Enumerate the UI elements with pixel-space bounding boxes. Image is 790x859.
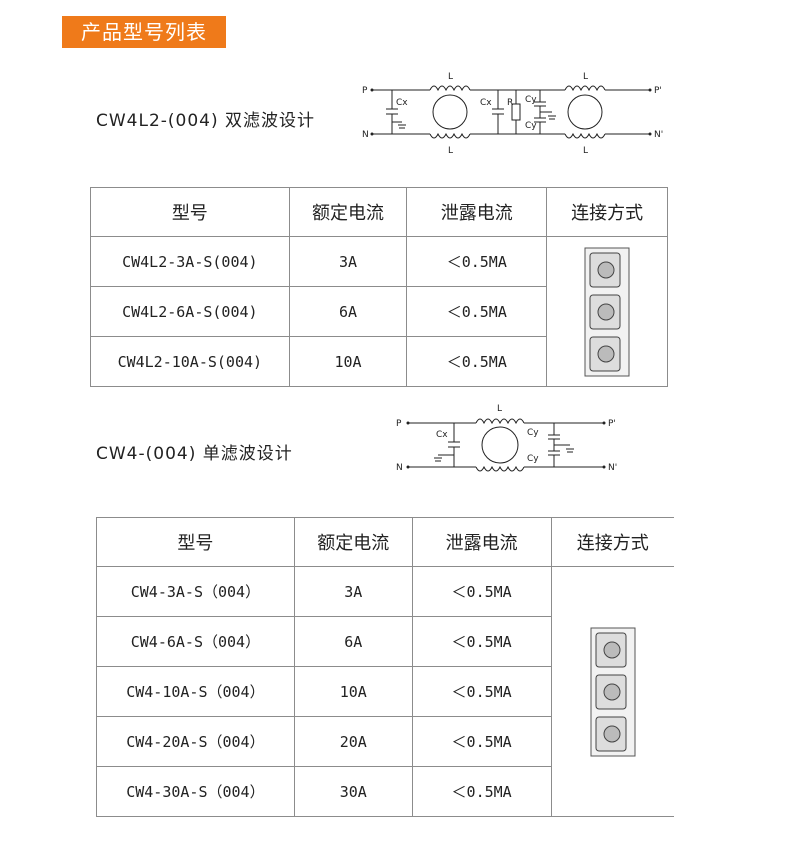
column-header-rated-current: 额定电流	[293, 517, 413, 567]
table-row: CW4-20A-S（004） 20A ＜0.5MA	[96, 716, 675, 767]
circuit-label-p-out: P'	[654, 86, 662, 96]
single-filter-circuit-diagram: P N P' N' L Cx Cy Cy	[396, 404, 617, 473]
cell-leakage: ＜0.5MA	[411, 566, 552, 617]
circuit-label-n: N	[362, 130, 369, 140]
cell-leakage: ＜0.5MA	[406, 286, 548, 337]
table-row: CW4-6A-S（004） 6A ＜0.5MA	[96, 616, 675, 667]
column-header-model: 型号	[96, 517, 295, 567]
circuit-label-n-out: N'	[608, 463, 617, 473]
circuit-label-cx: Cx	[396, 98, 408, 108]
cell-current: 3A	[293, 566, 413, 617]
circuit-label-cx: Cx	[480, 98, 492, 108]
circuit-label-l: L	[583, 72, 588, 82]
cell-model: CW4L2-3A-S(004)	[90, 236, 290, 287]
cell-model: CW4-30A-S（004）	[96, 766, 295, 817]
cell-leakage: ＜0.5MA	[406, 336, 548, 387]
circuit-label-l: L	[448, 72, 453, 82]
cell-current: 3A	[288, 236, 408, 287]
table-row: CW4L2-10A-S(004) 10A ＜0.5MA	[90, 336, 668, 387]
circuit-label-p-out: P'	[608, 419, 616, 429]
column-header-leakage-current: 泄露电流	[406, 187, 548, 237]
double-filter-spec-table: 型号 额定电流 泄露电流 连接方式 CW4L2-3A-S(004) 3A ＜0.…	[90, 187, 668, 387]
cell-leakage: ＜0.5MA	[411, 766, 552, 817]
cell-model: CW4L2-6A-S(004)	[90, 286, 290, 337]
circuit-label-n-out: N'	[654, 130, 663, 140]
cell-connection	[550, 566, 674, 817]
cell-model: CW4-6A-S（004）	[96, 616, 295, 667]
cell-current: 10A	[288, 336, 408, 387]
cell-leakage: ＜0.5MA	[411, 616, 552, 667]
circuit-label-l: L	[497, 404, 502, 414]
table-row: CW4-3A-S（004） 3A ＜0.5MA	[96, 566, 674, 817]
circuit-label-cy: Cy	[525, 95, 537, 105]
section-heading-double-filter: CW4L2-(004) 双滤波设计	[96, 111, 316, 131]
section-heading-single-filter: CW4-(004) 单滤波设计	[96, 444, 293, 464]
circuit-label-l: L	[583, 146, 588, 156]
terminal-block-icon	[584, 247, 630, 376]
cell-leakage: ＜0.5MA	[411, 666, 552, 717]
cell-current: 10A	[293, 666, 413, 717]
circuit-label-cx: Cx	[436, 430, 448, 440]
cell-leakage: ＜0.5MA	[411, 716, 552, 767]
cell-leakage: ＜0.5MA	[406, 236, 548, 287]
cell-current: 20A	[293, 716, 413, 767]
circuit-label-r: R	[507, 98, 513, 108]
cell-model: CW4-3A-S（004）	[96, 566, 295, 617]
terminal-block-icon	[590, 627, 636, 756]
table-row: CW4-10A-S（004） 10A ＜0.5MA	[96, 666, 675, 717]
page-title: 产品型号列表	[62, 16, 226, 48]
cell-current: 30A	[293, 766, 413, 817]
circuit-label-cy: Cy	[525, 121, 537, 131]
double-filter-circuit-diagram: P N P' N' L L L L Cx Cx R Cy Cy	[362, 72, 663, 156]
circuit-label-l: L	[448, 146, 453, 156]
table-row: CW4L2-3A-S(004) 3A ＜0.5MA	[90, 236, 668, 387]
column-header-connection: 连接方式	[550, 517, 674, 567]
circuit-label-cy: Cy	[527, 428, 539, 438]
circuit-label-n: N	[396, 463, 403, 473]
column-header-connection: 连接方式	[546, 187, 668, 237]
column-header-rated-current: 额定电流	[288, 187, 408, 237]
table-row: CW4-30A-S（004） 30A ＜0.5MA	[96, 766, 675, 817]
circuit-label-cy: Cy	[527, 454, 539, 464]
column-header-model: 型号	[90, 187, 290, 237]
cell-connection	[546, 236, 668, 387]
column-header-leakage-current: 泄露电流	[411, 517, 552, 567]
circuit-label-p: P	[396, 419, 402, 429]
cell-model: CW4L2-10A-S(004)	[90, 336, 290, 387]
cell-model: CW4-10A-S（004）	[96, 666, 295, 717]
cell-model: CW4-20A-S（004）	[96, 716, 295, 767]
circuit-label-p: P	[362, 86, 368, 96]
cell-current: 6A	[293, 616, 413, 667]
cell-current: 6A	[288, 286, 408, 337]
single-filter-spec-table: 型号 额定电流 泄露电流 连接方式 CW4-3A-S（004） 3A ＜0.5M…	[96, 517, 674, 817]
